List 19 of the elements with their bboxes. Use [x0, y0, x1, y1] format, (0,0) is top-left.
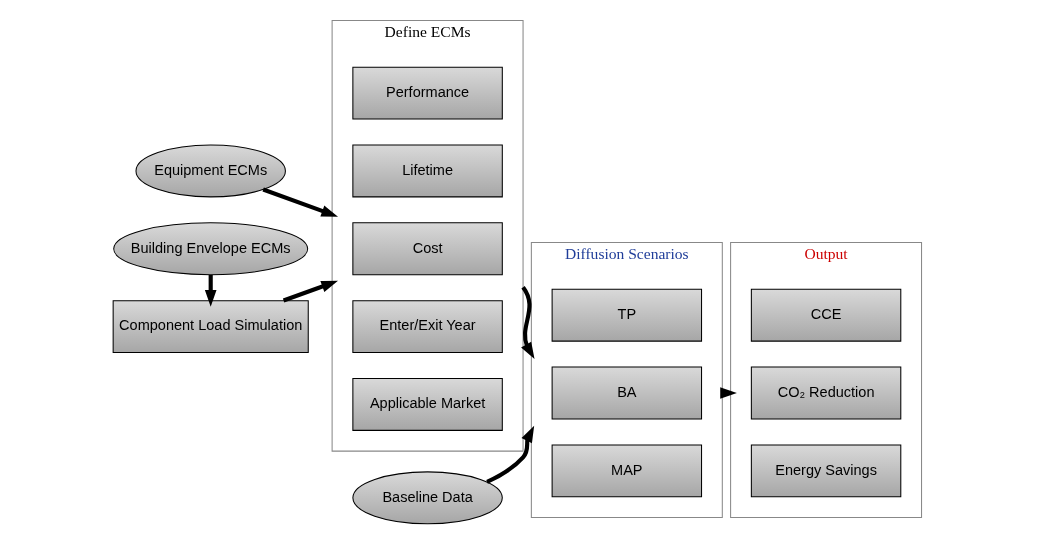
node-box: Enter/Exit Year	[352, 300, 503, 354]
node-box: Performance	[352, 66, 503, 120]
node-box: TP	[551, 288, 703, 342]
node-box: Cost	[352, 222, 503, 276]
node-ellipse: Building Envelope ECMs	[113, 222, 309, 276]
node-box: BA	[551, 366, 703, 420]
arrow	[486, 425, 535, 484]
arrow	[262, 187, 338, 217]
node-box: Applicable Market	[352, 377, 503, 431]
node-box: MAP	[551, 444, 703, 498]
node-box: Lifetime	[352, 144, 503, 198]
arrow	[282, 280, 338, 303]
node-box: Component Load Simulation	[112, 300, 309, 354]
node-ellipse: Baseline Data	[352, 471, 503, 525]
arrow	[521, 286, 535, 359]
node-box: CCE	[750, 288, 902, 342]
node-box: Energy Savings	[750, 444, 902, 498]
node-box: CO₂ Reduction	[750, 366, 902, 420]
node-ellipse: Equipment ECMs	[135, 144, 286, 198]
